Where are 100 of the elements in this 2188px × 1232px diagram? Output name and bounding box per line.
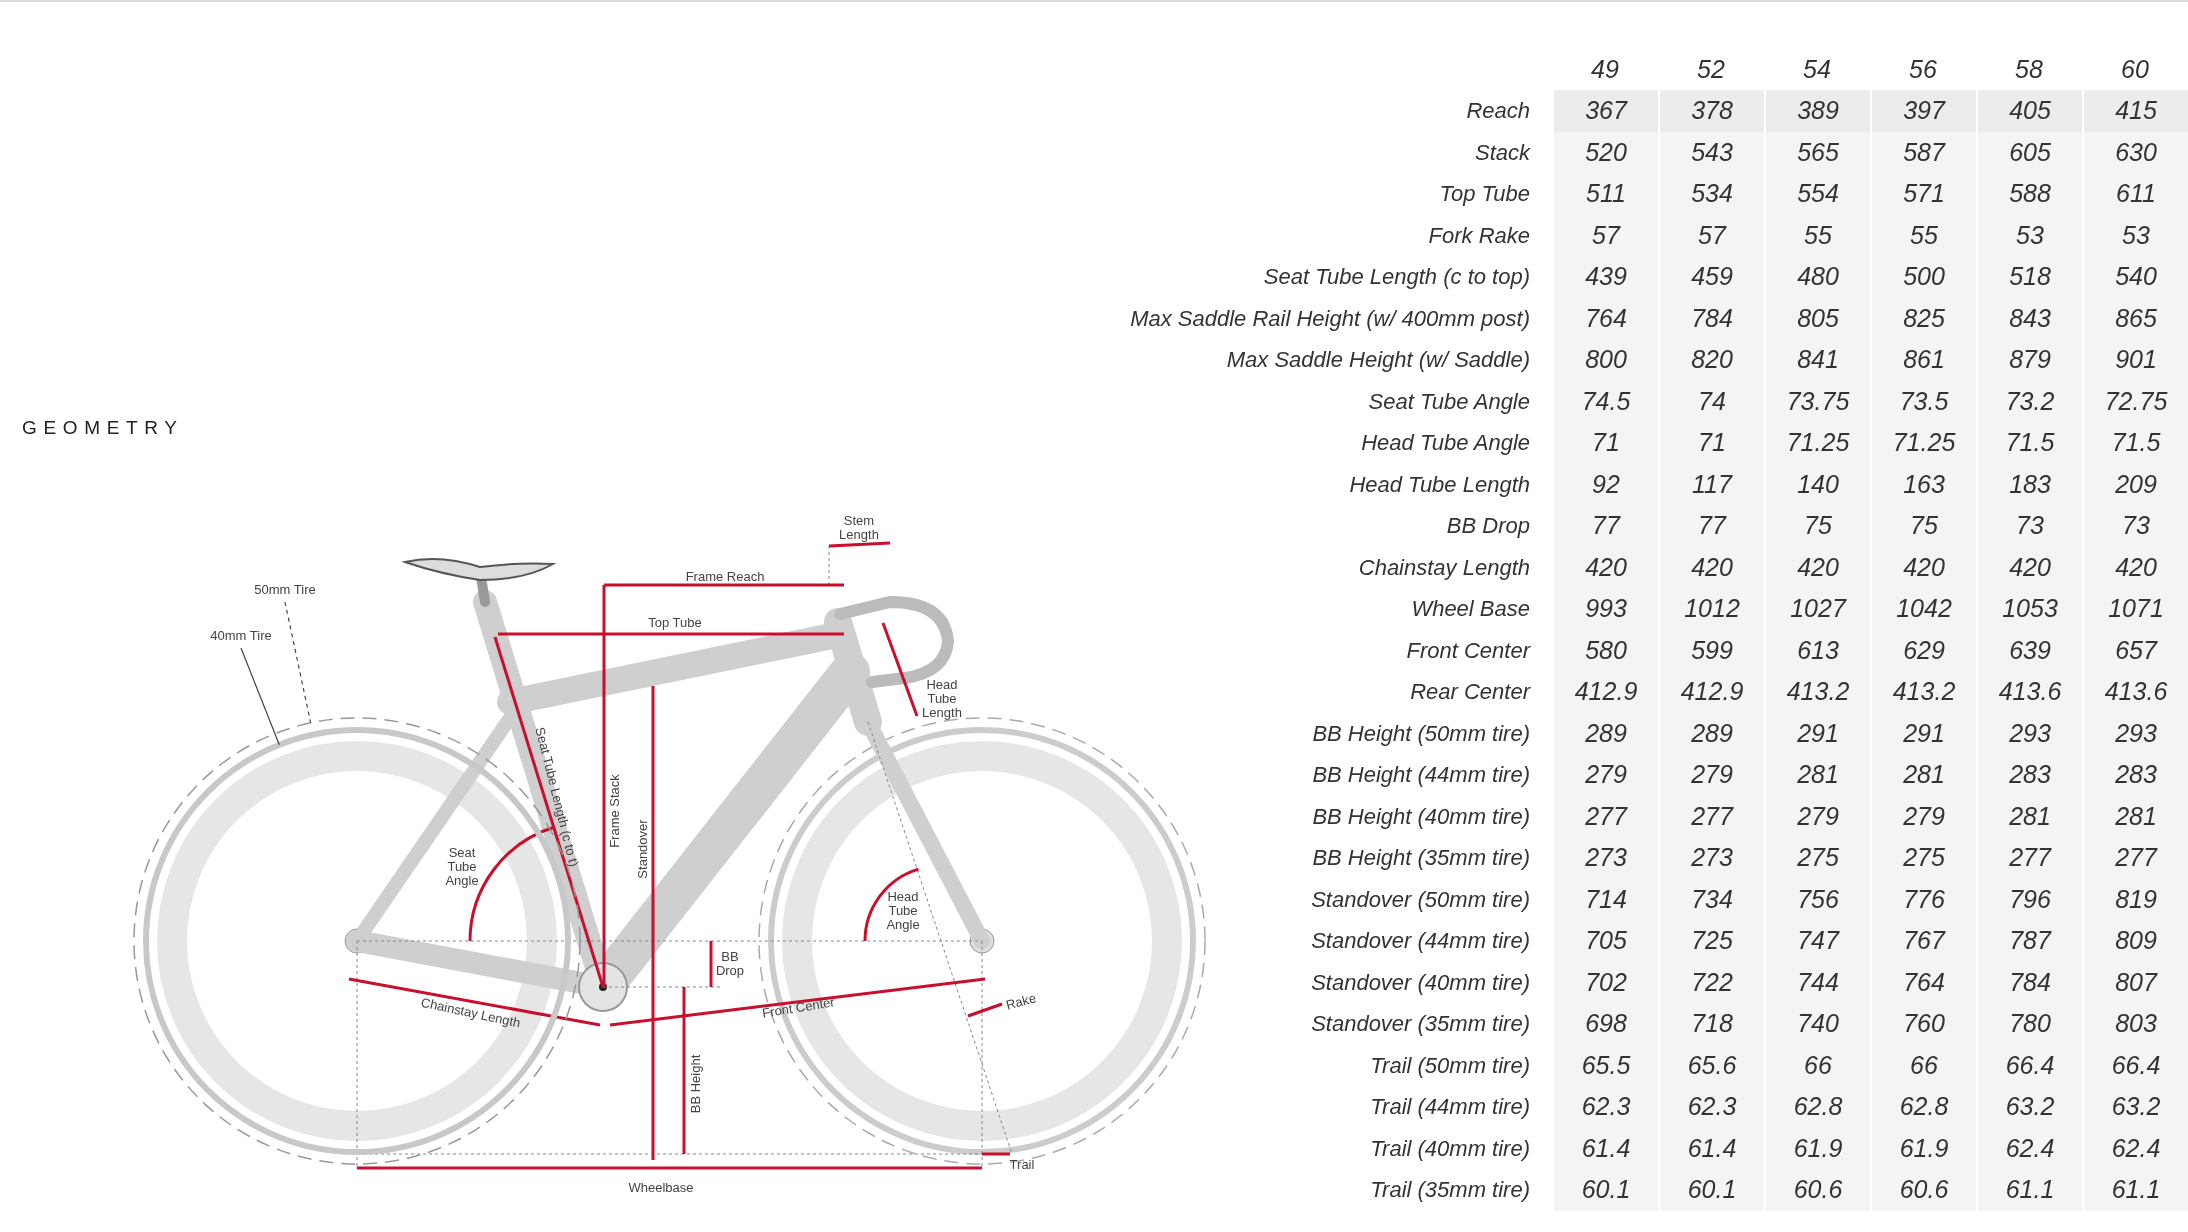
dimension-label: Wheelbase xyxy=(628,1181,694,1195)
value-cell: 183 xyxy=(1976,463,2082,505)
value-cell: 764 xyxy=(1552,297,1658,339)
tire-label: 40mm Tire xyxy=(196,626,286,646)
value-cell: 412.9 xyxy=(1552,671,1658,713)
value-cell: 420 xyxy=(1552,546,1658,588)
value-cell: 378 xyxy=(1658,90,1764,132)
dimension-label: Seat Tube Angle xyxy=(444,846,480,888)
row-label: BB Height (40mm tire) xyxy=(1312,802,1530,831)
value-cell: 722 xyxy=(1658,961,1764,1003)
value-cell: 744 xyxy=(1764,961,1870,1003)
value-cell: 756 xyxy=(1764,878,1870,920)
size-header: 49 xyxy=(1591,54,1619,86)
row-label: Standover (44mm tire) xyxy=(1311,927,1530,956)
size-header: 58 xyxy=(2015,54,2043,86)
value-cell: 62.8 xyxy=(1870,1086,1976,1128)
value-cell: 807 xyxy=(2082,961,2188,1003)
value-cell: 279 xyxy=(1658,754,1764,796)
row-label: Chainstay Length xyxy=(1358,553,1530,582)
value-cell: 71.25 xyxy=(1870,422,1976,464)
row-label: Standover (50mm tire) xyxy=(1311,885,1530,914)
value-cell: 718 xyxy=(1658,1003,1764,1045)
value-cell: 657 xyxy=(2082,629,2188,671)
value-cell: 62.4 xyxy=(1976,1127,2082,1169)
value-cell: 1012 xyxy=(1658,588,1764,630)
value-cell: 420 xyxy=(1870,546,1976,588)
value-cell: 74 xyxy=(1658,380,1764,422)
row-label: Fork Rake xyxy=(1428,221,1530,250)
value-cell: 571 xyxy=(1870,173,1976,215)
value-cell: 698 xyxy=(1552,1003,1658,1045)
value-cell: 413.2 xyxy=(1764,671,1870,713)
dimension-label: Seat Tube Length (c to t) xyxy=(532,725,582,869)
value-cell: 61.4 xyxy=(1552,1127,1658,1169)
value-cell: 273 xyxy=(1658,837,1764,879)
dimension-label: Frame Reach xyxy=(685,570,765,584)
value-cell: 283 xyxy=(1976,754,2082,796)
value-cell: 500 xyxy=(1870,256,1976,298)
size-header: 54 xyxy=(1803,54,1831,86)
value-cell: 825 xyxy=(1870,297,1976,339)
value-cell: 800 xyxy=(1552,339,1658,381)
value-cell: 819 xyxy=(2082,878,2188,920)
value-cell: 62.4 xyxy=(2082,1127,2188,1169)
value-cell: 73.5 xyxy=(1870,380,1976,422)
value-cell: 74.5 xyxy=(1552,380,1658,422)
dimension-label: Stem Length xyxy=(838,514,880,542)
value-cell: 459 xyxy=(1658,256,1764,298)
value-cell: 66 xyxy=(1764,1044,1870,1086)
value-cell: 405 xyxy=(1976,90,2082,132)
value-cell: 61.9 xyxy=(1870,1127,1976,1169)
row-label: Seat Tube Angle xyxy=(1368,387,1530,416)
value-cell: 75 xyxy=(1870,505,1976,547)
value-cell: 289 xyxy=(1552,712,1658,754)
value-cell: 73 xyxy=(1976,505,2082,547)
value-cell: 901 xyxy=(2082,339,2188,381)
dimension-label: BB Drop xyxy=(714,950,746,978)
value-cell: 163 xyxy=(1870,463,1976,505)
leader-line xyxy=(284,601,312,724)
value-cell: 796 xyxy=(1976,878,2082,920)
value-cell: 289 xyxy=(1658,712,1764,754)
value-cell: 705 xyxy=(1552,920,1658,962)
value-cell: 71.5 xyxy=(2082,422,2188,464)
value-cell: 53 xyxy=(2082,214,2188,256)
row-label: BB Drop xyxy=(1446,512,1530,541)
value-cell: 279 xyxy=(1870,795,1976,837)
tire-label: 50mm Tire xyxy=(240,580,330,600)
value-cell: 60.6 xyxy=(1870,1169,1976,1211)
value-cell: 1042 xyxy=(1870,588,1976,630)
value-cell: 725 xyxy=(1658,920,1764,962)
row-label: Stack xyxy=(1474,138,1530,167)
value-cell: 780 xyxy=(1976,1003,2082,1045)
value-cell: 413.2 xyxy=(1870,671,1976,713)
value-cell: 420 xyxy=(1658,546,1764,588)
value-cell: 140 xyxy=(1764,463,1870,505)
value-cell: 588 xyxy=(1976,173,2082,215)
value-cell: 787 xyxy=(1976,920,2082,962)
value-cell: 61.1 xyxy=(2082,1169,2188,1211)
row-label: Max Saddle Height (w/ Saddle) xyxy=(1226,346,1530,375)
value-cell: 281 xyxy=(2082,795,2188,837)
row-label: Head Tube Length xyxy=(1349,470,1530,499)
value-cell: 61.4 xyxy=(1658,1127,1764,1169)
value-cell: 629 xyxy=(1870,629,1976,671)
value-cell: 273 xyxy=(1552,837,1658,879)
row-label: BB Height (35mm tire) xyxy=(1312,844,1530,873)
value-cell: 420 xyxy=(1976,546,2082,588)
value-cell: 71.5 xyxy=(1976,422,2082,464)
value-cell: 820 xyxy=(1658,339,1764,381)
value-cell: 275 xyxy=(1870,837,1976,879)
value-cell: 293 xyxy=(1976,712,2082,754)
value-cell: 520 xyxy=(1552,131,1658,173)
dimension-label: Standover xyxy=(636,819,650,879)
value-cell: 865 xyxy=(2082,297,2188,339)
leader-line xyxy=(240,647,280,746)
value-cell: 53 xyxy=(1976,214,2082,256)
value-cell: 605 xyxy=(1976,131,2082,173)
value-cell: 209 xyxy=(2082,463,2188,505)
row-label: Trail (44mm tire) xyxy=(1370,1093,1530,1122)
value-cell: 66 xyxy=(1870,1044,1976,1086)
value-cell: 702 xyxy=(1552,961,1658,1003)
value-cell: 279 xyxy=(1552,754,1658,796)
value-cell: 277 xyxy=(2082,837,2188,879)
